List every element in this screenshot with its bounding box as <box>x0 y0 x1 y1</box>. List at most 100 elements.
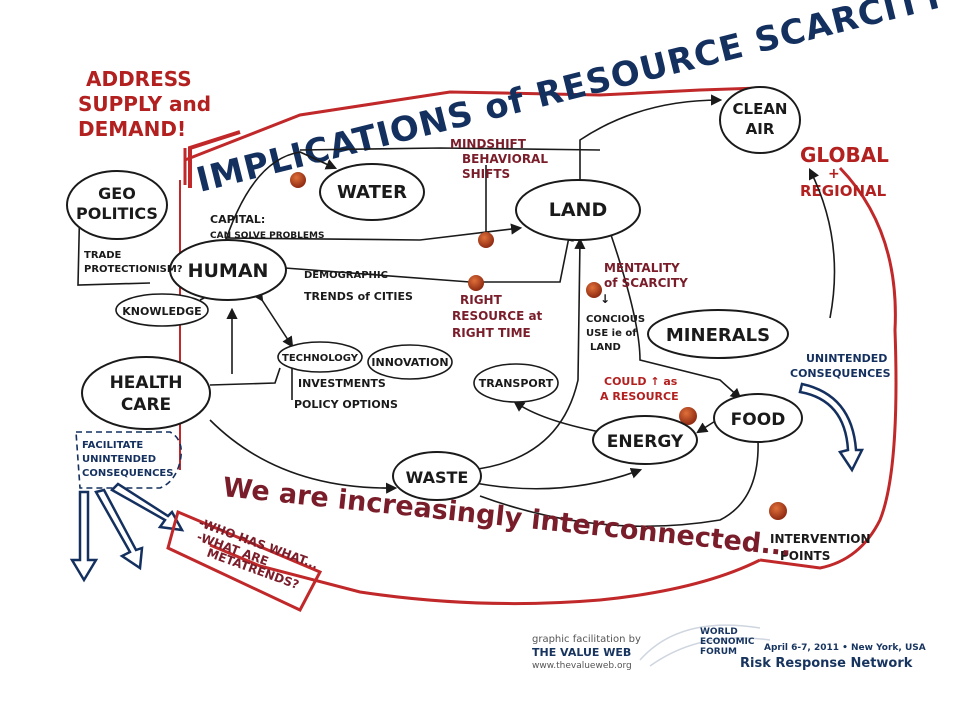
footer-wef: WORLD ECONOMIC FORUM April 6-7, 2011 • N… <box>639 624 926 671</box>
intervention-dot <box>586 282 602 298</box>
svg-text:SHIFTS: SHIFTS <box>462 167 510 181</box>
svg-text:GLOBAL: GLOBAL <box>800 143 889 167</box>
svg-text:INNOVATION: INNOVATION <box>371 356 448 369</box>
svg-text:KNOWLEDGE: KNOWLEDGE <box>122 305 201 318</box>
svg-text:DEMOGRAPHIC: DEMOGRAPHIC <box>304 270 388 281</box>
svg-text:RIGHT: RIGHT <box>460 293 503 307</box>
svg-text:CLEAN: CLEAN <box>733 100 788 118</box>
svg-text:HEALTH: HEALTH <box>110 373 183 393</box>
title-bracket <box>188 130 241 188</box>
svg-text:CONSEQUENCES: CONSEQUENCES <box>82 468 173 479</box>
note-trade: TRADE PROTECTIONISM? <box>84 250 183 275</box>
svg-text:LAND: LAND <box>590 342 621 353</box>
node-minerals: MINERALS <box>647 309 789 359</box>
red-frame-right <box>759 166 898 570</box>
svg-text:A RESOURCE: A RESOURCE <box>600 390 679 403</box>
node-human: HUMAN <box>169 239 287 301</box>
svg-text:USE ie of: USE ie of <box>586 328 637 339</box>
red-frame-bottom <box>209 543 761 606</box>
svg-text:FOOD: FOOD <box>731 410 786 430</box>
intervention-dot <box>468 275 484 291</box>
svg-text:POLITICS: POLITICS <box>76 204 158 223</box>
node-waste: WASTE <box>392 451 482 501</box>
red-frame-top <box>183 86 761 185</box>
svg-text:HUMAN: HUMAN <box>188 260 269 282</box>
svg-text:+: + <box>828 166 840 182</box>
note-intervention: INTERVENTION POINTS <box>770 532 871 563</box>
svg-text:GEO: GEO <box>98 184 136 203</box>
svg-text:UNINTENDED: UNINTENDED <box>82 454 156 465</box>
connector-lines <box>77 94 836 528</box>
svg-text:AIR: AIR <box>746 120 775 138</box>
note-capital: CAPITAL: CAN SOLVE PROBLEMS <box>210 213 324 241</box>
blue-arrow-right <box>798 382 865 473</box>
svg-text:FORUM: FORUM <box>700 647 737 657</box>
node-energy: ENERGY <box>592 415 698 465</box>
node-geo-politics: GEO POLITICS <box>66 170 168 240</box>
node-knowledge: KNOWLEDGE <box>115 293 209 327</box>
svg-text:April 6-7, 2011 • New York, US: April 6-7, 2011 • New York, USA <box>764 643 926 653</box>
svg-text:ENERGY: ENERGY <box>607 432 684 452</box>
intervention-dot <box>679 407 697 425</box>
svg-text:WASTE: WASTE <box>406 468 469 487</box>
node-health-care: HEALTH CARE <box>81 356 211 430</box>
svg-text:CONSEQUENCES: CONSEQUENCES <box>790 367 891 380</box>
note-mindshift: MINDSHIFT BEHAVIORAL SHIFTS <box>450 137 548 181</box>
blue-arrows-left <box>69 482 185 583</box>
svg-text:ADDRESS: ADDRESS <box>86 67 192 91</box>
intervention-dot <box>769 502 787 520</box>
node-land: LAND <box>515 179 641 241</box>
note-mentality: MENTALITY of SCARCITY ↓ <box>600 261 688 306</box>
node-transport: TRANSPORT <box>473 363 559 403</box>
svg-text:WATER: WATER <box>337 182 407 203</box>
node-clean-air: CLEAN AIR <box>719 86 801 154</box>
svg-text:MINDSHIFT: MINDSHIFT <box>450 137 527 151</box>
intervention-dots <box>290 172 787 520</box>
svg-text:FACILITATE: FACILITATE <box>82 440 143 451</box>
svg-text:↓: ↓ <box>600 292 610 306</box>
intervention-dot <box>290 172 306 188</box>
note-demographic: DEMOGRAPHIC TRENDS of CITIES <box>304 270 413 303</box>
svg-text:TECHNOLOGY: TECHNOLOGY <box>282 353 359 364</box>
svg-text:REGIONAL: REGIONAL <box>800 182 887 200</box>
node-innovation: INNOVATION <box>367 344 453 380</box>
svg-text:CONCIOUS: CONCIOUS <box>586 314 645 325</box>
note-conscious-use: CONCIOUS USE ie of LAND <box>586 314 645 353</box>
svg-text:PROTECTIONISM?: PROTECTIONISM? <box>84 264 183 275</box>
svg-text:INVESTMENTS: INVESTMENTS <box>298 377 386 390</box>
svg-text:INTERVENTION: INTERVENTION <box>770 532 871 546</box>
svg-text:MINERALS: MINERALS <box>666 325 770 346</box>
svg-text:ECONOMIC: ECONOMIC <box>700 637 755 647</box>
node-water: WATER <box>319 163 425 221</box>
value-web-logo: THE VALUE WEB <box>532 646 631 659</box>
note-unintended-right: UNINTENDED CONSEQUENCES <box>790 352 891 380</box>
svg-text:WORLD: WORLD <box>700 627 738 637</box>
note-facilitate: FACILITATE UNINTENDED CONSEQUENCES <box>75 431 183 489</box>
svg-text:LAND: LAND <box>549 199 607 221</box>
svg-text:RESOURCE at: RESOURCE at <box>452 309 543 323</box>
svg-text:TRENDS of CITIES: TRENDS of CITIES <box>304 290 413 303</box>
svg-text:RIGHT TIME: RIGHT TIME <box>452 326 531 340</box>
globe-icon <box>639 624 761 661</box>
svg-text:Risk Response Network: Risk Response Network <box>740 656 913 671</box>
svg-text:BEHAVIORAL: BEHAVIORAL <box>462 152 548 166</box>
interconnected-banner: We are increasingly interconnected... <box>221 472 793 563</box>
svg-text:SUPPLY and: SUPPLY and <box>78 92 211 116</box>
svg-text:TRANSPORT: TRANSPORT <box>479 377 554 390</box>
svg-text:CARE: CARE <box>121 395 171 415</box>
svg-text:TRADE: TRADE <box>84 250 122 261</box>
svg-text:POLICY OPTIONS: POLICY OPTIONS <box>294 398 398 411</box>
corner-note: ADDRESS SUPPLY and DEMAND! <box>78 67 211 141</box>
intervention-dot <box>478 232 494 248</box>
svg-text:POINTS: POINTS <box>780 549 830 563</box>
note-tech-list: INVESTMENTS POLICY OPTIONS <box>294 377 398 411</box>
svg-text:of SCARCITY: of SCARCITY <box>604 276 688 290</box>
svg-text:DEMAND!: DEMAND! <box>78 117 186 141</box>
note-could-up: COULD ↑ as A RESOURCE <box>600 375 679 403</box>
svg-text:graphic facilitation by: graphic facilitation by <box>532 634 641 645</box>
svg-text:COULD ↑ as: COULD ↑ as <box>604 375 678 388</box>
node-food: FOOD <box>713 393 803 443</box>
svg-text:CAPITAL:: CAPITAL: <box>210 213 265 226</box>
svg-text:UNINTENDED: UNINTENDED <box>806 352 887 365</box>
